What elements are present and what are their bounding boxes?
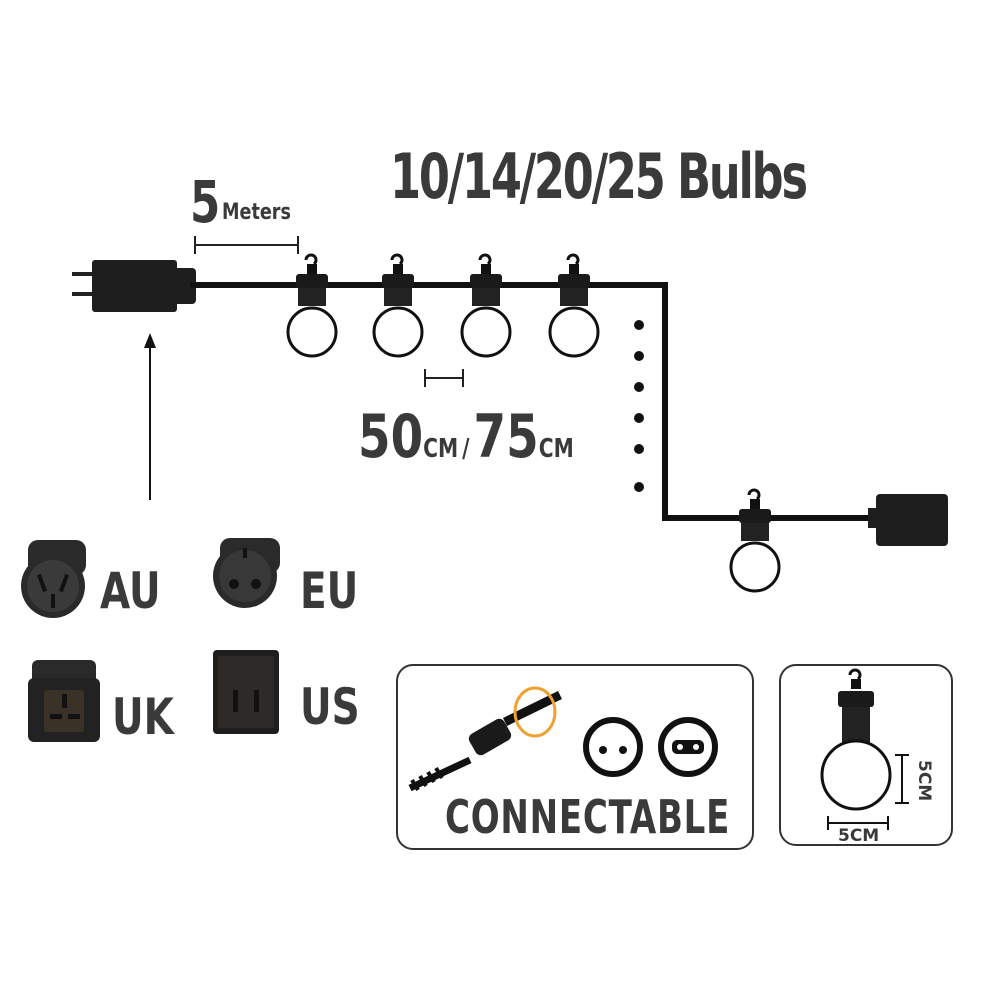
connectable-panel [396,664,754,850]
width-dimension [827,816,889,830]
bulb [372,253,424,358]
socket-face-icon [583,717,643,777]
plug-label-eu: EU [300,562,359,620]
lead-length-value: 5 [190,168,221,236]
bulb-width-label: 5CM [838,826,880,846]
spacing-dimension [424,369,464,387]
connector-cable-icon [408,686,562,792]
bulb-spacing-label: 50CM / 75CM [358,402,574,472]
eu-plug-icon [213,538,280,608]
lead-length-unit: Meters [222,200,291,225]
connectable-label: CONNECTABLE [445,790,731,844]
spacing-separator: / [462,434,470,464]
spacing-second-value: 75 [473,402,539,472]
au-plug-icon [21,540,86,618]
bulb-count-title: 10/14/20/25 Bulbs [390,140,808,213]
bulb [820,668,892,811]
plug-label-us: US [300,678,360,736]
plug-face-icon [658,717,718,777]
bulb [286,253,338,358]
arrow-up-icon [144,333,156,500]
height-dimension [895,754,909,804]
connection-highlight [513,686,557,738]
us-plug-icon [213,650,279,734]
continuation-dots [634,320,644,492]
plug-label-uk: UK [112,688,174,746]
bulb [548,253,600,358]
bulb [460,253,512,358]
bulb [729,488,781,593]
spacing-second-unit: CM [538,434,574,464]
spacing-first-value: 50 [358,402,424,472]
spacing-first-unit: CM [423,434,459,464]
lead-length-dimension [194,236,299,254]
plug-label-au: AU [100,562,161,620]
bulb-height-label: 5CM [914,760,934,802]
end-socket-icon [868,494,948,546]
uk-plug-icon [28,660,100,742]
power-plug-icon [72,260,196,312]
